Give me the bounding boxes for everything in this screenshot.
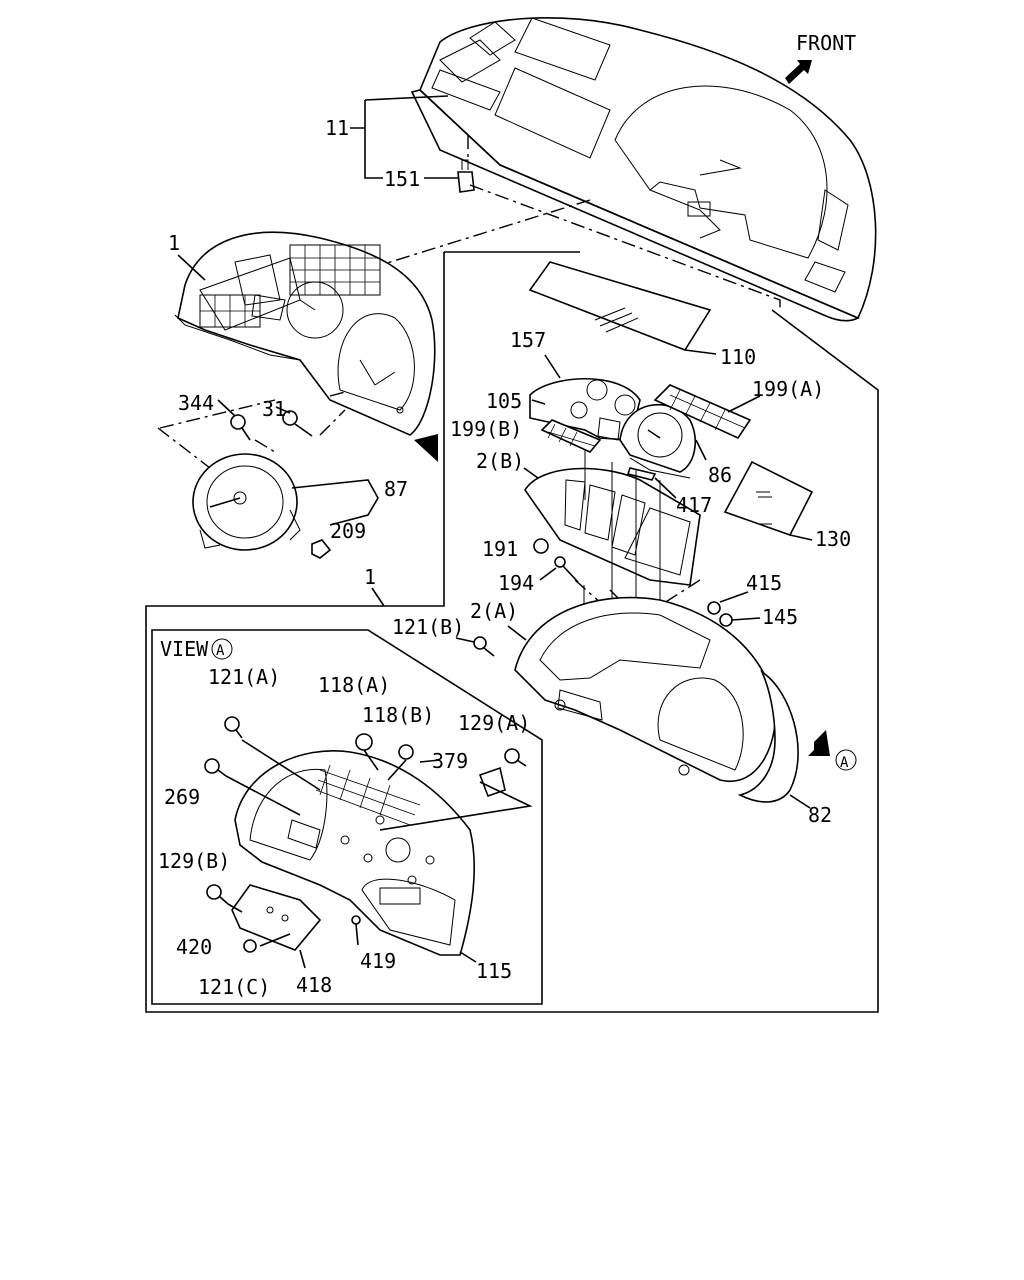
label-145: 145 (762, 605, 798, 629)
label-1-top: 1 (168, 231, 180, 255)
label-191: 191 (482, 537, 518, 561)
view-a-arrow-icon (808, 730, 857, 771)
label-199a: 199(A) (752, 377, 824, 401)
view-label: VIEW (160, 637, 209, 661)
housing-2a (514, 596, 777, 783)
clip-151 (457, 159, 475, 193)
pointer-triangle-icon (414, 434, 438, 462)
label-157: 157 (510, 328, 546, 352)
cluster-top-left-grid (199, 294, 261, 328)
label-418: 418 (296, 973, 332, 997)
label-151: 151 (384, 167, 420, 191)
connector-209 (311, 539, 332, 559)
label-115: 115 (476, 959, 512, 983)
front-label: FRONT (796, 31, 856, 55)
label-269: 269 (164, 785, 200, 809)
label-199b: 199(B) (450, 417, 522, 441)
label-1-mid: 1 (364, 565, 376, 589)
view-mark: A (216, 643, 225, 659)
part-417 (626, 467, 657, 481)
rear-circuit-board (234, 750, 475, 956)
label-11: 11 (325, 116, 349, 140)
label-2a: 2(A) (470, 599, 518, 623)
glass-130 (723, 460, 814, 536)
indicator-strip-199b (540, 419, 602, 453)
label-415: 415 (746, 571, 782, 595)
socket-145 (719, 613, 733, 627)
bulb-415 (707, 601, 721, 615)
dashboard-bezel (410, 17, 877, 322)
label-379: 379 (432, 749, 468, 773)
view-a-arrow-mark: A (840, 755, 849, 771)
speedo-face-86 (619, 404, 696, 479)
screw-269 (204, 758, 227, 777)
label-209: 209 (330, 519, 366, 543)
label-121b: 121(B) (392, 615, 464, 639)
cluster-top-grid (289, 244, 381, 296)
cluster-assembly-top (174, 231, 436, 436)
label-344: 344 (178, 391, 214, 415)
screw-194 (554, 556, 579, 583)
bracket-418 (231, 884, 322, 951)
screw-118b (398, 744, 414, 760)
label-110: 110 (720, 345, 756, 369)
label-420: 420 (176, 935, 212, 959)
connector-379 (478, 766, 506, 798)
label-118b: 118(B) (362, 703, 434, 727)
label-118a: 118(A) (318, 673, 390, 697)
screw-121a (224, 716, 243, 739)
screw-121b (473, 636, 495, 657)
meter-87 (192, 453, 301, 551)
label-129a: 129(A) (458, 711, 530, 735)
screw-118a (355, 733, 373, 751)
pcb-grid (315, 764, 421, 826)
screw-31 (282, 410, 313, 437)
bezel-82 (737, 669, 799, 803)
gauge-panel-105 (529, 377, 641, 441)
label-105: 105 (486, 389, 522, 413)
label-87: 87 (384, 477, 408, 501)
screw-129b (206, 884, 229, 905)
label-86: 86 (708, 463, 732, 487)
label-82: 82 (808, 803, 832, 827)
label-194: 194 (498, 571, 534, 595)
front-arrow-icon (785, 60, 812, 84)
screw-129a (504, 748, 527, 767)
label-130: 130 (815, 527, 851, 551)
label-121c: 121(C) (198, 975, 270, 999)
screw-344 (230, 414, 251, 441)
bulb-419 (351, 915, 361, 925)
label-2b: 2(B) (476, 449, 524, 473)
label-417: 417 (676, 493, 712, 517)
label-129b: 129(B) (158, 849, 230, 873)
glass-110 (528, 261, 712, 351)
screw-121c (243, 939, 257, 953)
label-121a: 121(A) (208, 665, 280, 689)
bulb-191 (533, 538, 549, 554)
indicator-strip-199a (653, 384, 752, 440)
label-419: 419 (360, 949, 396, 973)
view-mark-circle-icon (211, 638, 233, 660)
